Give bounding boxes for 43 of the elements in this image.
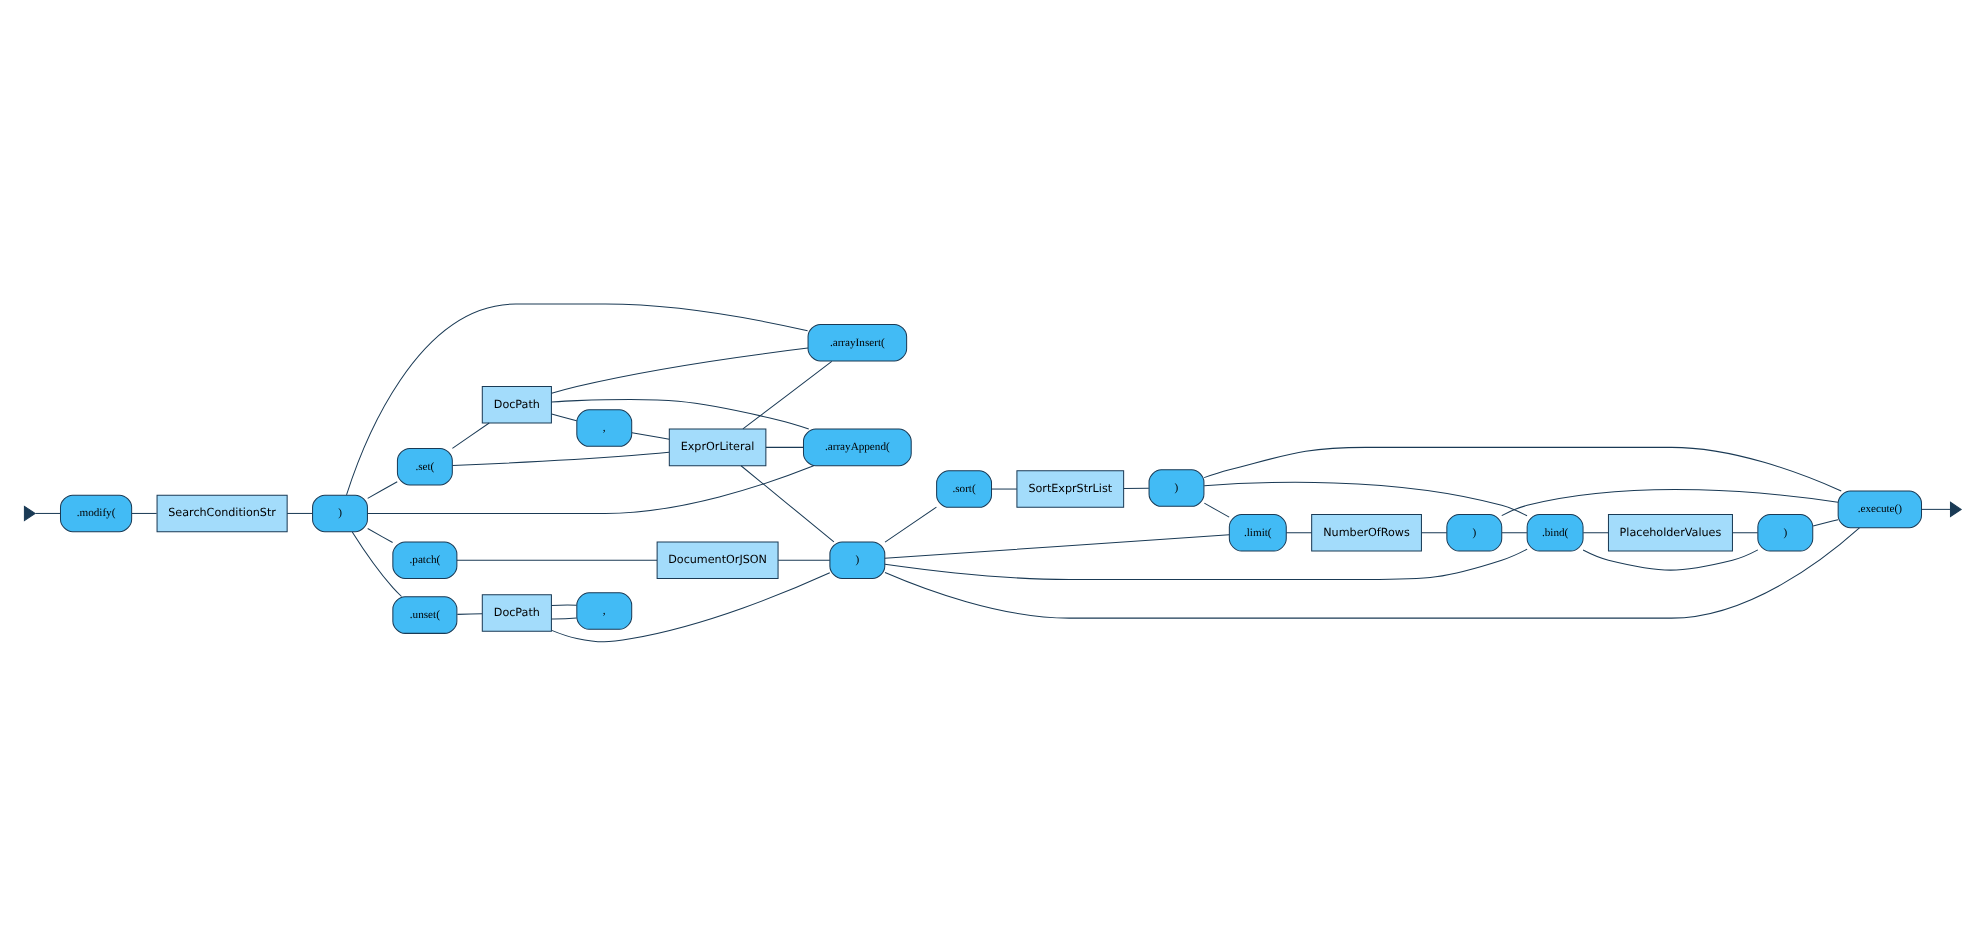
connector <box>1582 549 1759 571</box>
connector <box>351 531 403 597</box>
connector <box>551 413 578 422</box>
connector <box>1501 532 1528 534</box>
node-triangle <box>23 505 36 522</box>
connector <box>367 481 398 499</box>
connector <box>551 604 578 607</box>
connector <box>551 617 578 620</box>
connector <box>551 572 831 643</box>
connector <box>1812 519 1839 527</box>
connector <box>1203 502 1230 518</box>
connector <box>1921 508 1951 510</box>
connector <box>777 559 831 561</box>
connector <box>451 422 490 449</box>
connector <box>1582 532 1609 534</box>
connector <box>131 512 158 514</box>
connector <box>346 303 809 496</box>
connector <box>884 527 1860 619</box>
connector <box>740 465 835 543</box>
connector <box>765 446 804 448</box>
connector <box>991 488 1018 490</box>
connector <box>884 548 1528 580</box>
node-triangle <box>1949 501 1963 518</box>
connector <box>1421 532 1448 534</box>
connector <box>286 512 313 514</box>
connector <box>1203 481 1528 517</box>
connector <box>1123 487 1150 490</box>
connector <box>551 347 809 394</box>
connector <box>456 613 483 615</box>
connector <box>367 465 815 514</box>
connector <box>551 398 810 430</box>
connector <box>456 559 658 561</box>
connector <box>452 451 670 467</box>
connector <box>1732 532 1759 534</box>
connector <box>742 360 833 430</box>
connector <box>1285 532 1313 534</box>
connector <box>631 432 670 440</box>
connector <box>1203 446 1842 492</box>
connector <box>367 527 394 544</box>
connector <box>1501 489 1839 517</box>
connector <box>35 512 61 514</box>
connector <box>884 534 1230 559</box>
connector <box>884 506 937 543</box>
